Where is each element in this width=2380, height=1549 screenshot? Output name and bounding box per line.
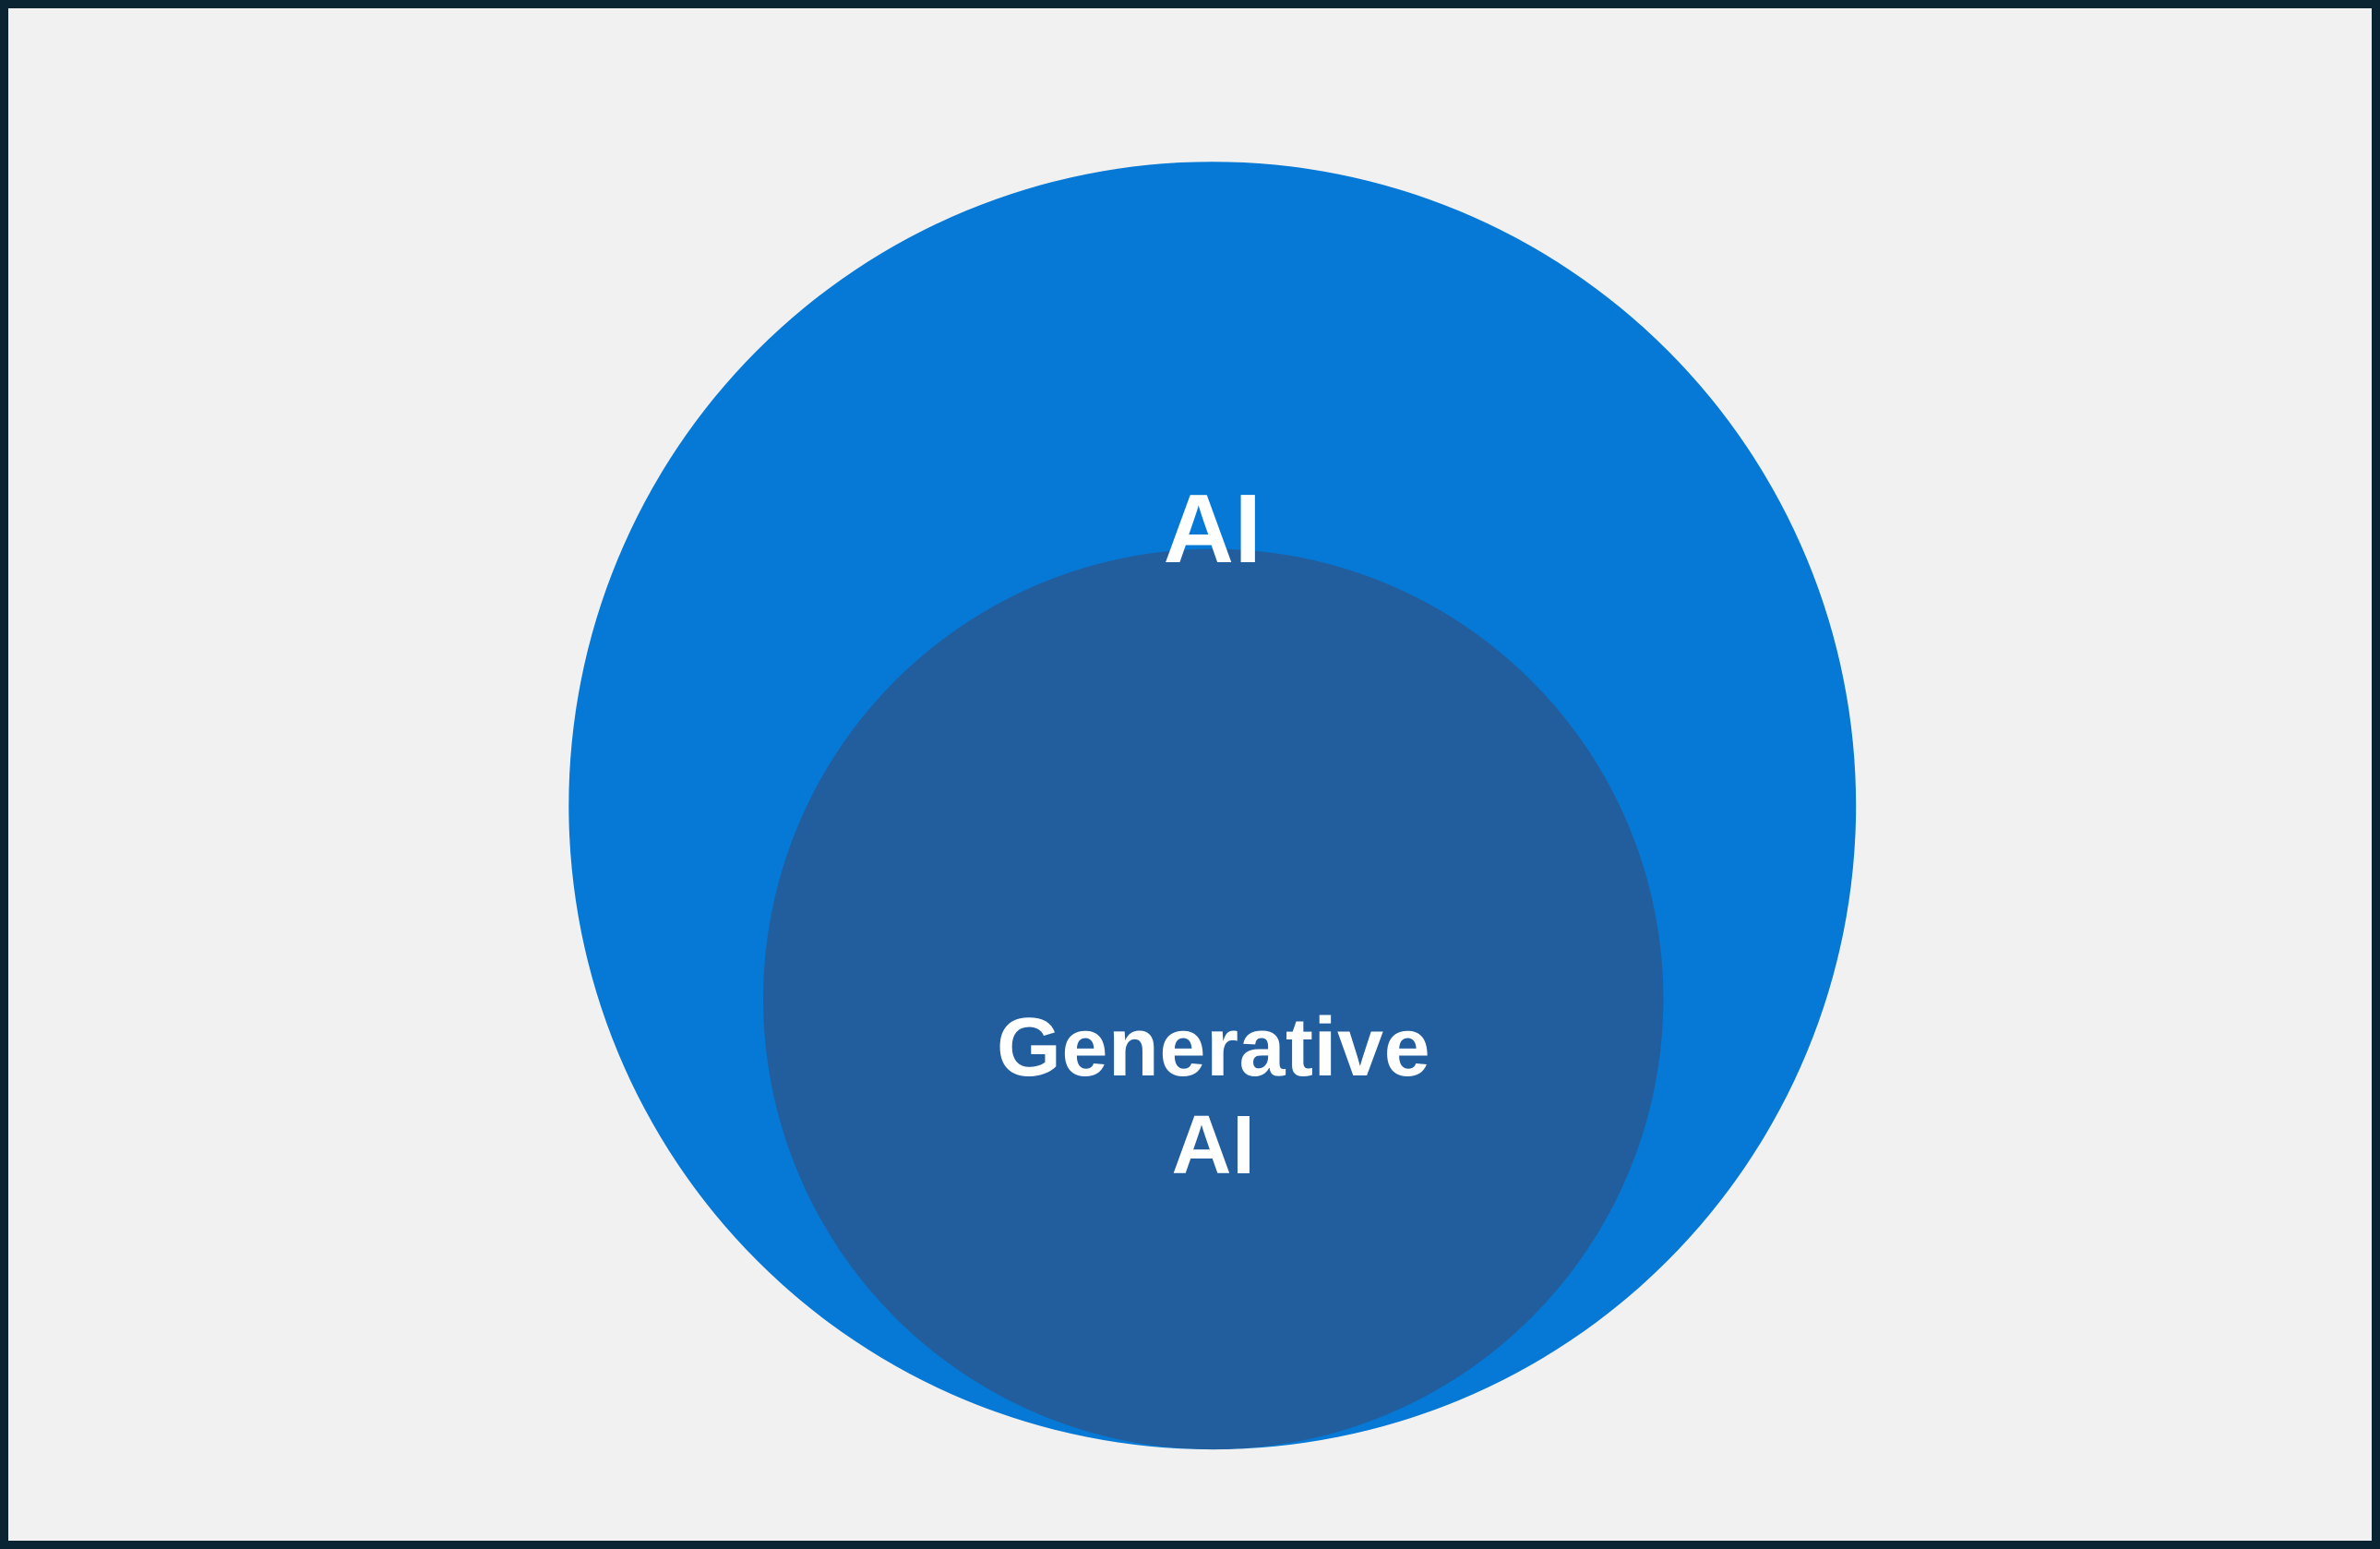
generative-ai-circle[interactable] [763, 548, 1664, 1450]
ai-circle-label-text: AI [1163, 474, 1262, 583]
venn-diagram-svg [568, 162, 1857, 1450]
generative-ai-circle-label-text: Generative AI [996, 1001, 1431, 1192]
generative-ai-circle-label: Generative AI [8, 901, 2372, 1195]
venn-diagram: AI Generative AI [8, 8, 2372, 1541]
ai-circle-label: AI [8, 355, 2372, 586]
